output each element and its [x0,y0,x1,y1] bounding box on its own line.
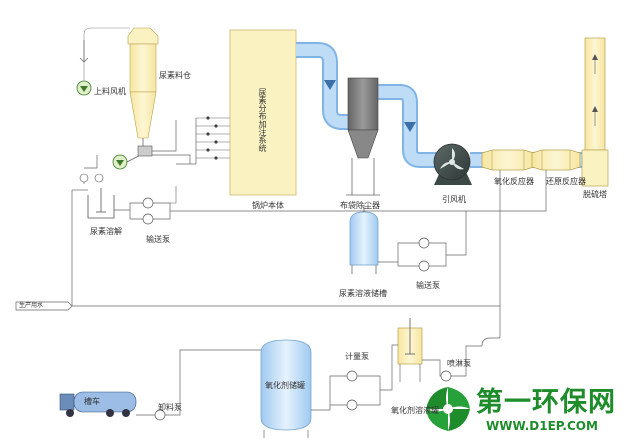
tanker-truck [59,391,137,417]
watermark-logo-icon [424,385,472,433]
label-dust-collector: 布袋除尘器 [340,201,380,210]
label-urea-dissolve: 尿素溶解 [90,227,122,236]
feed-blower [76,27,130,96]
urea-feed-lines [79,116,230,184]
urea-dissolve-tank [87,188,115,219]
label-reduction-reactor: 还原反应器 [546,177,586,186]
boiler-body [229,29,297,196]
dust-collector [346,77,380,196]
factory-water-line [15,170,501,347]
label-solution-tank: 尿素溶液储槽 [339,289,387,298]
reduction-reactor [531,149,581,171]
unload-pump [136,349,261,421]
label-metering-pump: 计量泵 [345,352,369,361]
label-oxidant-tank: 氧化剂储罐 [265,381,305,390]
label-factory-water: 生产用水 [19,302,44,309]
label-id-fan: 引风机 [442,195,466,204]
label-chimney: 脱硫塔 [583,190,607,199]
chimney [581,37,609,187]
label-spray-pump: 喷淋泵 [447,359,471,368]
label-urea-system: 尿素分布加注系统 [258,88,267,152]
watermark: 第一环保网 WWW.D1EP.COM [420,378,630,441]
label-transfer-pump-1: 输送泵 [146,235,170,244]
label-oxidation-reactor: 氧化反应器 [494,177,534,186]
transfer-pump-set-2 [378,170,547,272]
label-boiler: 锅炉本体 [252,201,284,210]
label-blower: 上料风机 [94,87,126,96]
label-tanker: 槽车 [84,397,100,406]
oxidation-reactor [481,149,535,171]
oxidant-storage-tank [260,339,312,438]
label-transfer-pump-2: 输送泵 [416,281,440,290]
oxidant-mix-tank [397,318,423,382]
transfer-pump-set-1 [114,186,460,225]
urea-solution-tank [349,205,379,274]
spray-pump [422,345,482,382]
watermark-title: 第一环保网 [476,387,616,418]
label-oxidant-mix: 氧化剂溶液罐 [391,406,439,415]
watermark-url: WWW.D1EP.COM [486,419,598,433]
urea-silo [127,27,159,150]
metering-pumps [311,344,398,411]
flue-duct [296,42,588,168]
label-unload-pump: 卸料泵 [158,403,182,412]
induced-draft-fan [433,143,472,185]
label-urea-silo: 尿素料仓 [159,71,191,80]
